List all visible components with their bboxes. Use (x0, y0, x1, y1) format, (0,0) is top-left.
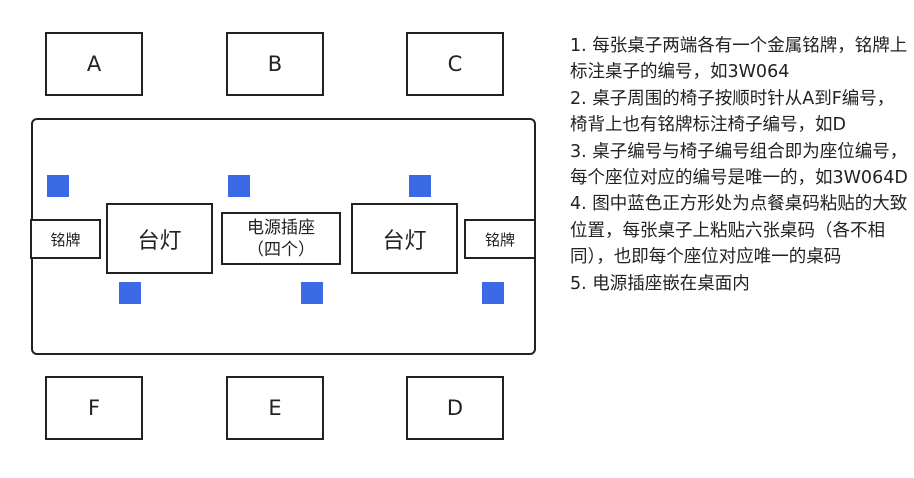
lamp-right: 台灯 (351, 203, 458, 274)
nameplate-right: 铭牌 (464, 219, 536, 259)
power-socket-line2: （四个） (247, 239, 315, 260)
chair-c: C (406, 32, 504, 96)
note-item: 1. 每张桌子两端各有一个金属铭牌，铭牌上标注桌子的编号，如3W064 (570, 36, 908, 83)
lamp-right-label: 台灯 (382, 228, 427, 254)
chair-e: E (226, 376, 324, 440)
note-item: 4. 图中蓝色正方形处为点餐桌码粘贴的大致位置，每张桌子上粘贴六张桌码（各不相同… (570, 194, 908, 268)
chair-d: D (406, 376, 504, 440)
notes-list: 1. 每张桌子两端各有一个金属铭牌，铭牌上标注桌子的编号，如3W064 2. 桌… (570, 33, 910, 297)
chair-a: A (45, 32, 143, 96)
qr-sticker-a (47, 175, 69, 197)
note-item: 3. 桌子编号与椅子编号组合即为座位编号，每个座位对应的编号是唯一的，如3W06… (570, 141, 908, 189)
chair-b: B (226, 32, 324, 96)
chair-e-label: E (268, 396, 282, 420)
qr-sticker-c (409, 175, 431, 197)
power-socket-line1: 电源插座 (247, 217, 315, 238)
nameplate-left-label: 铭牌 (50, 230, 81, 249)
qr-sticker-b (228, 175, 250, 197)
qr-sticker-f (119, 282, 141, 304)
note-item: 2. 桌子周围的椅子按顺时针从A到F编号，椅背上也有铭牌标注椅子编号，如D (570, 88, 895, 136)
chair-d-label: D (446, 396, 464, 420)
chair-f: F (45, 376, 143, 440)
qr-sticker-d (482, 282, 504, 304)
note-item: 5. 电源插座嵌在桌面内 (570, 273, 750, 294)
nameplate-right-label: 铭牌 (484, 230, 515, 249)
lamp-left-label: 台灯 (137, 228, 182, 254)
chair-b-label: B (267, 52, 283, 76)
lamp-left: 台灯 (106, 203, 213, 274)
power-socket: 电源插座 （四个） (221, 212, 341, 265)
nameplate-left: 铭牌 (30, 219, 101, 259)
chair-c-label: C (447, 52, 463, 76)
chair-f-label: F (87, 396, 101, 420)
qr-sticker-e (301, 282, 323, 304)
chair-a-label: A (86, 52, 102, 76)
